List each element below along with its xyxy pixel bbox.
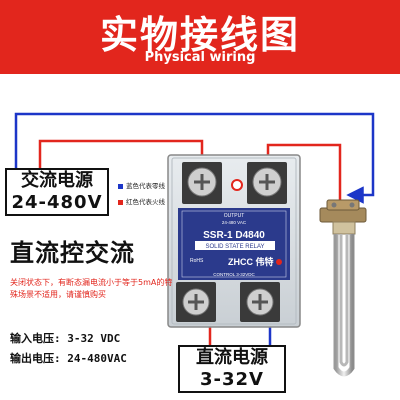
ac-power-voltage: 24-480V bbox=[11, 192, 103, 213]
main-label: 直流控交流 bbox=[10, 239, 135, 267]
page-subtitle: Physical wiring bbox=[144, 50, 256, 65]
solid-state-relay: OUTPUT 24-480 VAC SSR-1 D4840 SOLID STAT… bbox=[167, 154, 301, 328]
relay-output-label: OUTPUT bbox=[224, 213, 245, 219]
ac-power-label: 交流电源 bbox=[21, 170, 93, 191]
heater-element bbox=[319, 199, 367, 377]
dc-power-box: 直流电源 3-32V bbox=[178, 345, 286, 393]
blue-swatch bbox=[118, 183, 123, 189]
status-led bbox=[276, 259, 282, 265]
terminal-bottom-left bbox=[176, 282, 216, 322]
warning-note: 关闭状态下，有断态漏电流小于等于5mA的特殊场景不适用，请谨慎购买 bbox=[10, 278, 173, 299]
terminal-top-right bbox=[247, 162, 287, 204]
relay-model: SSR-1 D4840 bbox=[203, 230, 265, 241]
relay-control-label: CONTROL 3-32VDC bbox=[213, 272, 255, 277]
neutral-wire bbox=[14, 112, 375, 204]
header-banner: 实物接线图 Physical wiring bbox=[0, 0, 400, 74]
input-voltage-spec: 输入电压: 3-32 VDC bbox=[10, 332, 121, 345]
relay-spec-small: 24-480 VAC bbox=[222, 220, 247, 225]
legend-red-text: 红色代表火线 bbox=[126, 198, 165, 206]
page-title: 实物接线图 bbox=[99, 13, 300, 57]
terminal-top-left bbox=[182, 162, 222, 204]
relay-brand: ZHCC 伟特 bbox=[228, 256, 274, 267]
terminal-bottom-right bbox=[240, 282, 280, 322]
legend-blue: 蓝色代表零线 bbox=[118, 180, 165, 190]
dc-power-label: 直流电源 bbox=[196, 347, 268, 368]
legend: 蓝色代表零线 红色代表火线 bbox=[118, 180, 165, 206]
output-voltage-spec: 输出电压: 24-480VAC bbox=[10, 352, 127, 365]
legend-red: 红色代表火线 bbox=[118, 196, 165, 206]
relay-rohs: RoHS bbox=[190, 258, 204, 264]
ac-power-box: 交流电源 24-480V bbox=[5, 168, 109, 216]
red-swatch bbox=[118, 199, 123, 205]
dc-power-voltage: 3-32V bbox=[200, 369, 264, 390]
legend-blue-text: 蓝色代表零线 bbox=[126, 182, 165, 190]
relay-subtitle: SOLID STATE RELAY bbox=[205, 244, 264, 250]
